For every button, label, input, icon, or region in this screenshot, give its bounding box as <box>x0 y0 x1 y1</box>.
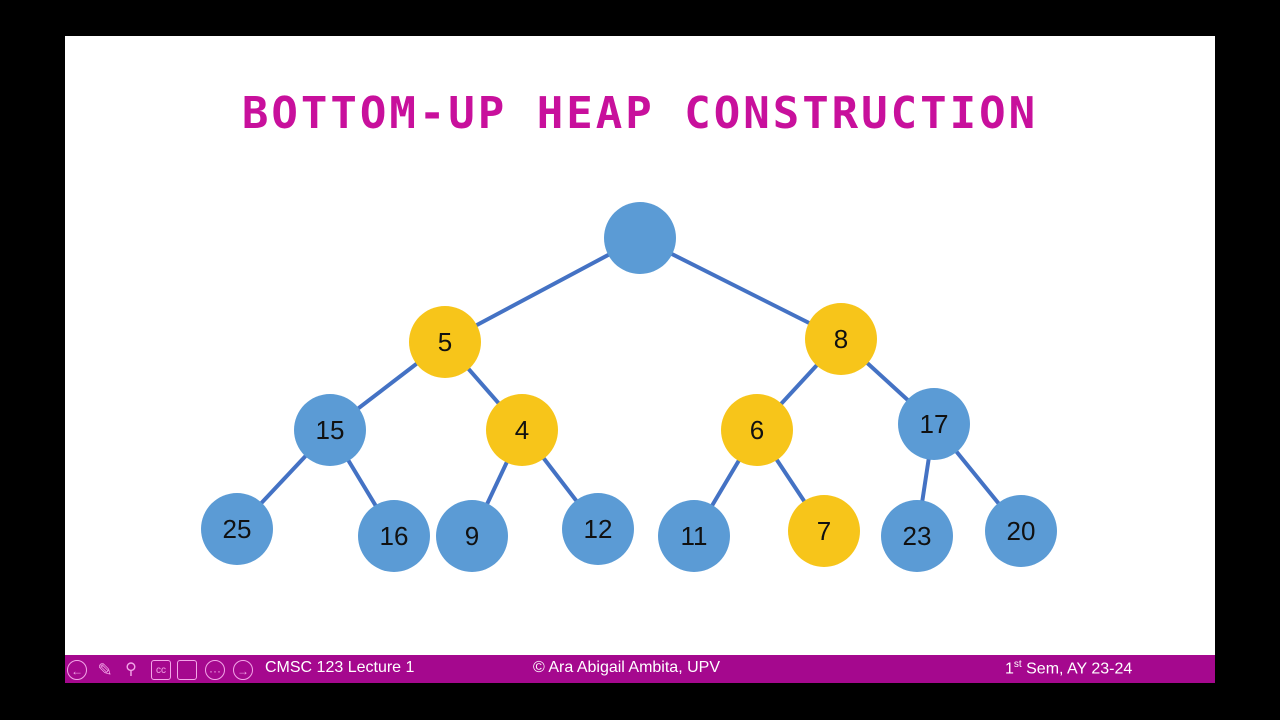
node-label: 16 <box>380 521 409 551</box>
slide-title: BOTTOM-UP HEAP CONSTRUCTION <box>241 88 1039 139</box>
tree-node: 12 <box>562 493 634 565</box>
tree-node: 6 <box>721 394 793 466</box>
node-label: 12 <box>584 514 613 544</box>
footer-semester: 1st Sem, AY 23-24 <box>1005 659 1133 678</box>
tree-node: 8 <box>805 303 877 375</box>
tree-node: 5 <box>409 306 481 378</box>
zoom-icon[interactable]: ⚲ <box>125 661 137 678</box>
node-label: 9 <box>465 521 479 551</box>
footer-author: © Ara Abigail Ambita, UPV <box>533 659 720 676</box>
node-label: 15 <box>316 415 345 445</box>
node-label: 11 <box>681 521 708 551</box>
node-circle <box>721 394 793 466</box>
node-label: 25 <box>223 514 252 544</box>
tree-node: 15 <box>294 394 366 466</box>
node-circle <box>358 500 430 572</box>
node-circle <box>562 493 634 565</box>
node-circle <box>985 495 1057 567</box>
slide: BOTTOM-UP HEAP CONSTRUCTION 5 8 15 4 6 17 25 16… <box>65 36 1215 655</box>
tree-node: 11 <box>658 500 730 572</box>
node-circle <box>788 495 860 567</box>
more-icon[interactable]: ··· <box>205 660 225 680</box>
captions-icon[interactable]: cc <box>151 660 171 680</box>
footer-course: CMSC 123 Lecture 1 <box>265 659 415 676</box>
tree-edge <box>444 236 641 344</box>
node-circle <box>898 388 970 460</box>
tree-node <box>604 202 676 274</box>
tree-node: 7 <box>788 495 860 567</box>
node-circle <box>409 306 481 378</box>
node-circle <box>486 394 558 466</box>
node-label: 6 <box>750 415 764 445</box>
node-circle <box>436 500 508 572</box>
tree-node: 23 <box>881 500 953 572</box>
tree-node: 25 <box>201 493 273 565</box>
tree-node: 20 <box>985 495 1057 567</box>
node-label: 17 <box>920 409 949 439</box>
node-circle <box>604 202 676 274</box>
tree-node: 9 <box>436 500 508 572</box>
previous-icon[interactable]: ← <box>67 660 87 680</box>
node-label: 4 <box>515 415 529 445</box>
node-label: 5 <box>438 327 452 357</box>
node-circle <box>201 493 273 565</box>
screen-icon[interactable] <box>177 660 197 680</box>
tree-node: 17 <box>898 388 970 460</box>
pen-icon[interactable]: ✎ <box>97 660 113 680</box>
node-label: 8 <box>834 324 848 354</box>
footer-bar: CMSC 123 Lecture 1 © Ara Abigail Ambita,… <box>65 655 1215 683</box>
tree-edge <box>639 236 842 341</box>
node-label: 23 <box>903 521 932 551</box>
tree-node: 4 <box>486 394 558 466</box>
node-label: 7 <box>817 516 831 546</box>
next-icon[interactable]: → <box>233 660 253 680</box>
node-label: 20 <box>1007 516 1036 546</box>
node-circle <box>805 303 877 375</box>
heap-tree-diagram: 5 8 15 4 6 17 25 16 9 12 11 7 23 20 <box>201 202 1057 572</box>
node-circle <box>294 394 366 466</box>
tree-node: 16 <box>358 500 430 572</box>
node-circle <box>881 500 953 572</box>
node-circle <box>658 500 730 572</box>
